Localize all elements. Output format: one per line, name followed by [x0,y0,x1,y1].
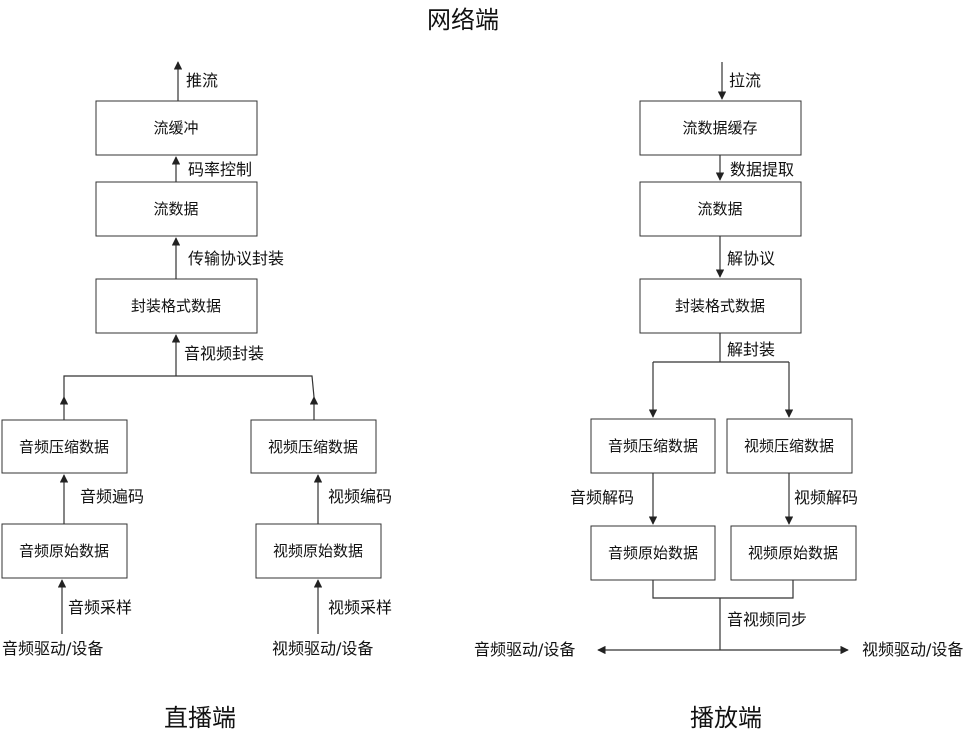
audio-encoding-label: 音频遍码 [80,487,144,506]
play-stream-data-label: 流数据 [697,200,742,218]
push-stream-buffer-box: 流缓冲 [95,100,258,156]
av-sync-bracket [652,580,794,599]
play-video-device-label: 视频驱动/设备 [862,640,963,659]
push-audio-raw-box: 音频原始数据 [1,523,128,579]
play-stream-cache-box: 流数据缓存 [639,100,802,156]
push-stream-data-label: 流数据 [153,200,198,218]
play-stream-cache-label: 流数据缓存 [682,119,757,137]
push-stream-buffer-label: 流缓冲 [153,119,198,137]
push-side-title: 直播端 [164,704,236,732]
push-container-data-box: 封装格式数据 [95,278,258,334]
push-audio-compressed-box: 音频压缩数据 [1,419,128,474]
network-side-title: 网络端 [427,6,499,34]
push-stream-label: 推流 [186,71,218,90]
audio-sampling-label: 音频采样 [68,598,132,617]
play-audio-raw-label: 音频原始数据 [608,544,698,562]
push-audio-compressed-label: 音频压缩数据 [19,438,109,456]
play-container-data-label: 封装格式数据 [675,297,765,315]
play-audio-raw-box: 音频原始数据 [590,525,716,581]
push-video-raw-box: 视频原始数据 [255,523,382,579]
push-container-data-label: 封装格式数据 [131,297,221,315]
video-encoding-label: 视频编码 [328,487,392,506]
play-video-raw-box: 视频原始数据 [730,525,857,581]
protocol-decode-label: 解协议 [727,249,775,268]
data-extraction-label: 数据提取 [730,160,794,179]
video-decoding-label: 视频解码 [794,488,858,507]
play-stream-data-box: 流数据 [639,181,802,237]
play-audio-device-label: 音频驱动/设备 [474,640,575,659]
play-audio-compressed-label: 音频压缩数据 [608,437,698,455]
push-video-compressed-box: 视频压缩数据 [250,419,377,474]
audio-decoding-label: 音频解码 [570,488,634,507]
play-container-data-box: 封装格式数据 [639,278,802,334]
push-audio-raw-label: 音频原始数据 [19,542,109,560]
video-sampling-label: 视频采样 [328,598,392,617]
av-encapsulation-label: 音视频封装 [184,344,264,363]
play-video-compressed-box: 视频压缩数据 [726,418,853,474]
play-side-title: 播放端 [690,704,762,732]
push-video-raw-label: 视频原始数据 [273,542,363,560]
play-video-compressed-label: 视频压缩数据 [744,437,834,455]
push-video-device-label: 视频驱动/设备 [272,639,373,658]
protocol-encapsulation-label: 传输协议封装 [188,249,284,268]
play-video-raw-label: 视频原始数据 [748,544,838,562]
push-stream-data-box: 流数据 [95,181,258,237]
push-mux-bracket [63,375,315,398]
pull-stream-label: 拉流 [729,71,761,90]
bitrate-control-label: 码率控制 [188,160,252,179]
push-video-compressed-label: 视频压缩数据 [268,438,358,456]
play-audio-compressed-box: 音频压缩数据 [590,418,716,474]
av-sync-label: 音视频同步 [727,610,807,629]
push-audio-device-label: 音频驱动/设备 [2,639,103,658]
demux-label: 解封装 [727,340,775,359]
